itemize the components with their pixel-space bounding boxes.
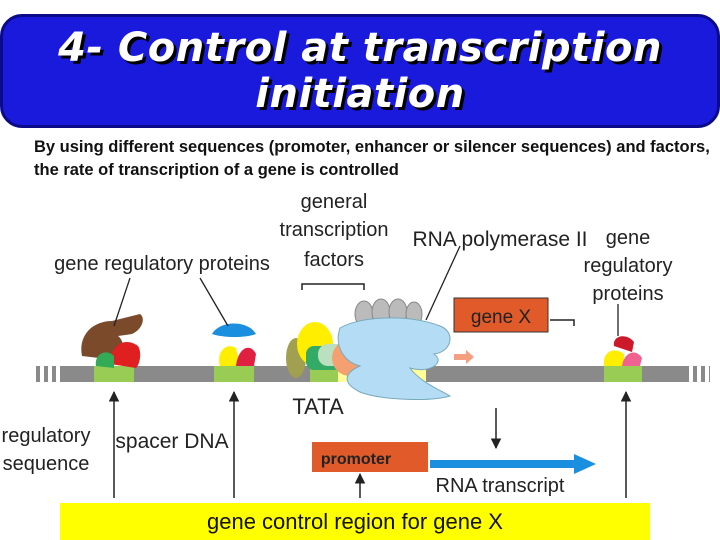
label-regulatory-seq-1: regulatory bbox=[2, 425, 91, 447]
reg-site-right bbox=[604, 366, 642, 382]
label-spacer-dna: spacer DNA bbox=[115, 430, 228, 453]
label-proteins-right: proteins bbox=[592, 283, 663, 305]
label-transcription: transcription bbox=[280, 219, 389, 241]
gene-x-label: gene X bbox=[471, 307, 532, 328]
slide-subtitle: By using different sequences (promoter, … bbox=[34, 136, 714, 182]
slide-title: 4- Control at transcription initiation bbox=[0, 14, 720, 128]
footer-label: gene control region for gene X bbox=[60, 503, 650, 540]
pointer-left-proteins-2 bbox=[200, 278, 228, 326]
transcription-diagram: gene X promoter general transcription fa… bbox=[0, 186, 720, 504]
regulatory-protein-left-1 bbox=[81, 314, 143, 368]
gtf-bracket bbox=[302, 284, 364, 290]
label-gene-regulatory-left: gene regulatory proteins bbox=[54, 253, 270, 275]
title-line-1: 4- Control at transcription bbox=[58, 25, 662, 71]
label-rna-transcript: RNA transcript bbox=[436, 475, 565, 497]
label-regulatory-seq-2: sequence bbox=[3, 453, 90, 475]
reg-site-left-1 bbox=[94, 366, 134, 382]
label-general: general bbox=[301, 191, 368, 213]
label-rna-polymerase: RNA polymerase II bbox=[412, 228, 587, 251]
title-line-2: initiation bbox=[255, 71, 465, 117]
label-regulatory-right: regulatory bbox=[584, 255, 673, 277]
rna-polymerase bbox=[338, 299, 450, 399]
promoter-label: promoter bbox=[321, 451, 391, 468]
regulatory-protein-left-2 bbox=[212, 324, 256, 367]
label-gene-right: gene bbox=[606, 227, 651, 249]
label-tata: TATA bbox=[292, 394, 344, 419]
label-factors: factors bbox=[304, 249, 364, 271]
regulatory-protein-right bbox=[604, 336, 642, 366]
direction-arrow bbox=[454, 350, 474, 364]
reg-site-left-2 bbox=[214, 366, 254, 382]
gene-x-bracket bbox=[550, 320, 574, 326]
rna-transcript-arrow bbox=[430, 454, 596, 474]
